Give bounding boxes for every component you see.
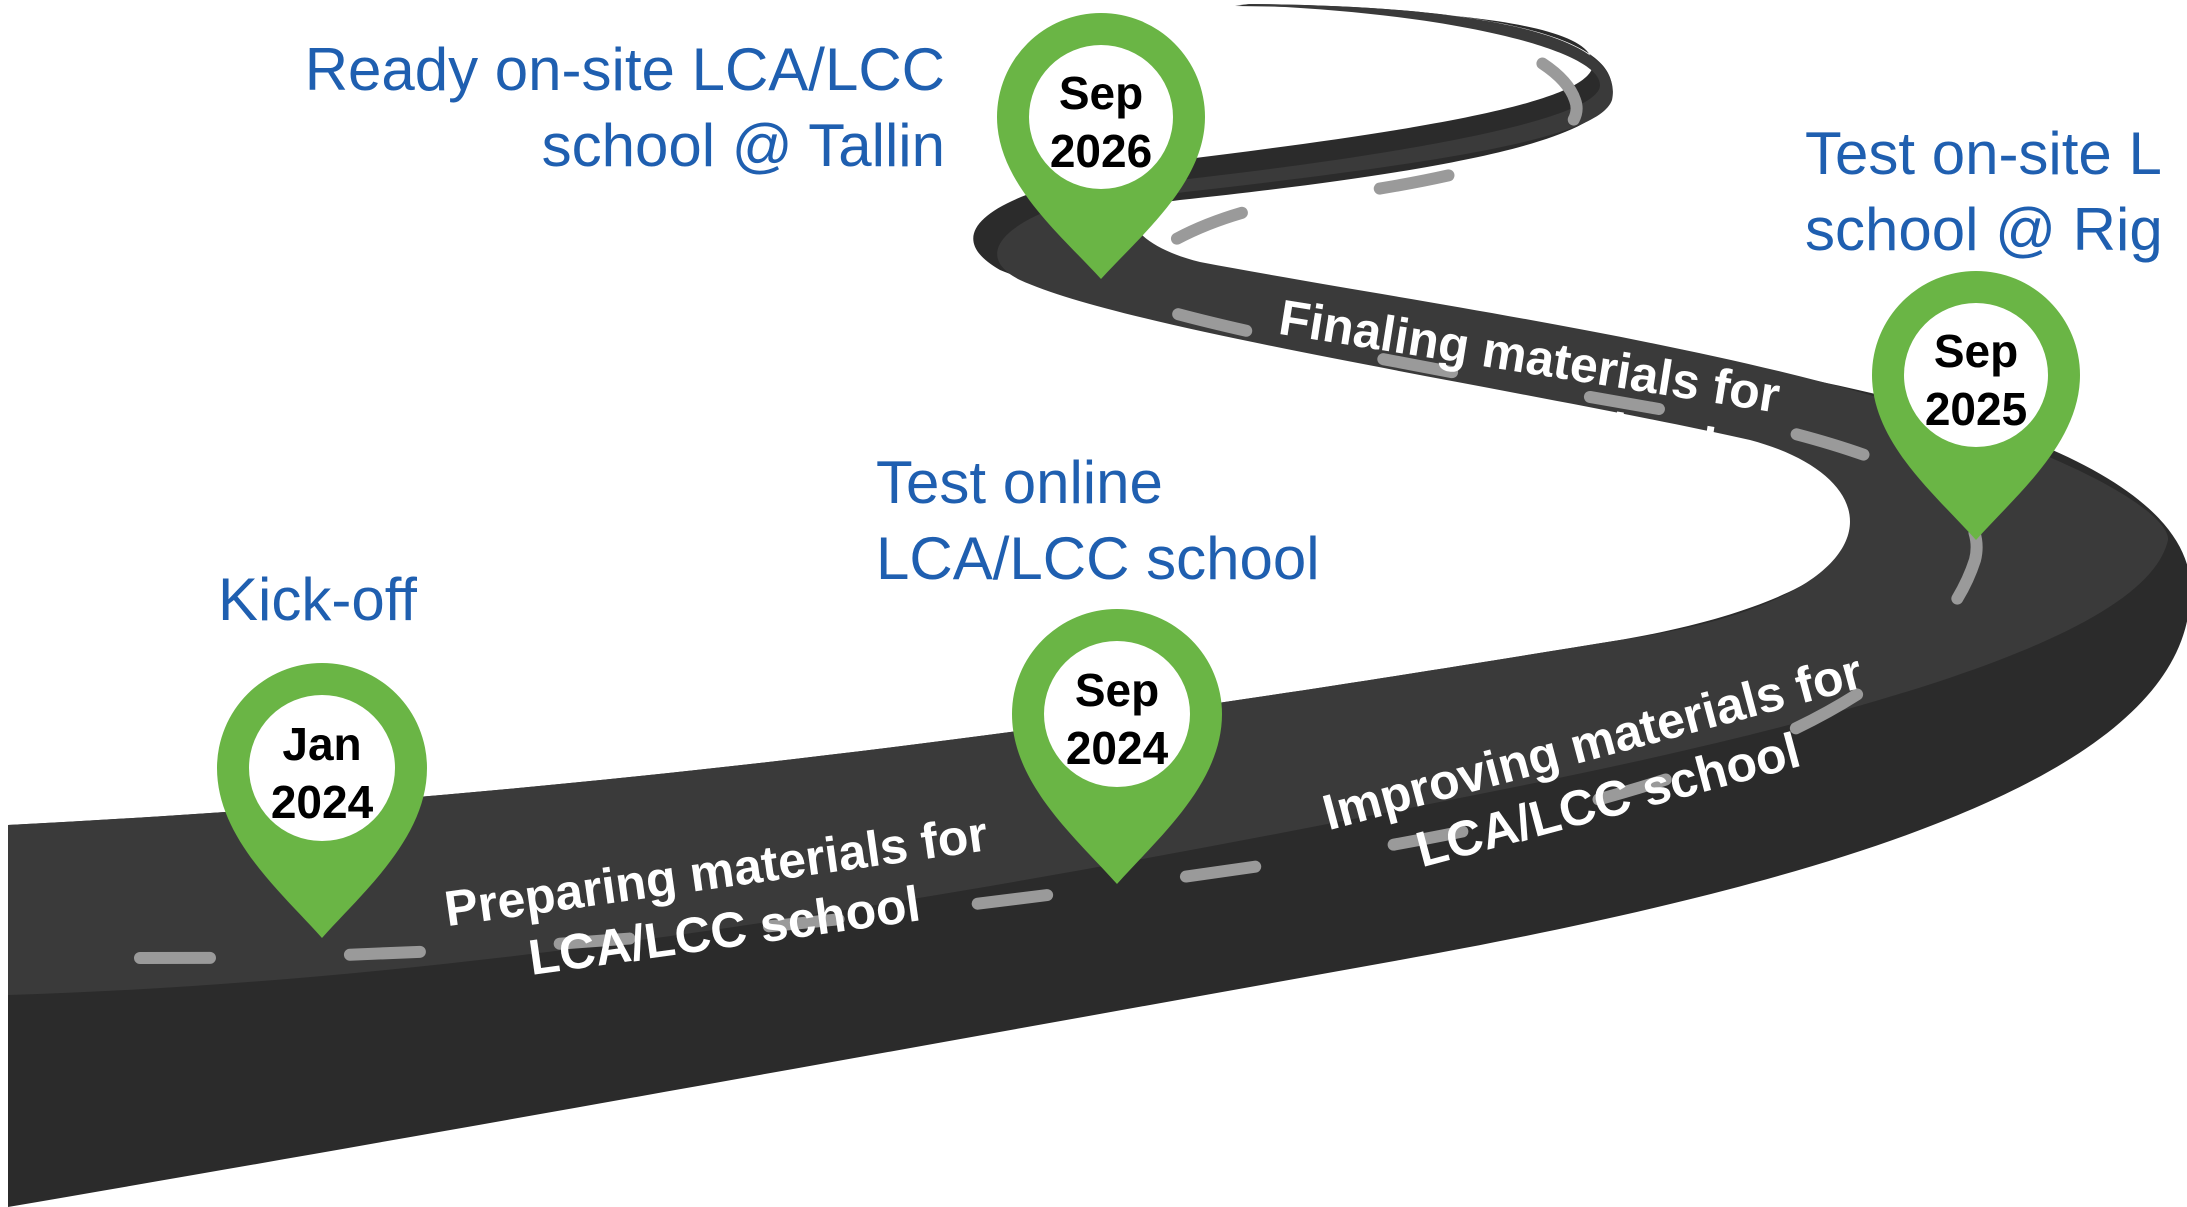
pin-month: Sep [1059,67,1143,119]
milestone-title-line1: Ready on-site LCA/LCC [304,36,945,103]
milestone-title-test-online: Test online LCA/LCC school [876,445,1320,597]
milestone-title-line2: school @ Tallin [541,112,945,179]
pin-year: 2026 [1050,125,1152,177]
milestone-title-line1: Test online [876,449,1163,516]
pin-month: Sep [1934,325,2018,377]
lane-markings [134,36,1983,965]
milestone-title-line2: school @ Rig [1805,196,2163,263]
milestone-title-line1: Test on-site L [1805,120,2162,187]
pin-year: 2025 [1925,383,2027,435]
pin-month: Jan [282,718,361,770]
pin-year: 2024 [271,776,374,828]
milestone-title-line2: LCA/LCC school [876,525,1320,592]
pin-inner-circle [1029,45,1173,189]
pin-month: Sep [1075,664,1159,716]
map-pin-sep-2024: Sep 2024 [1012,609,1222,884]
pin-inner-circle [249,695,395,841]
milestone-title-line1: Kick-off [218,566,417,633]
road-surface [8,4,2169,995]
milestone-title-kickoff: Kick-off [218,562,417,638]
map-pin-sep-2025: Sep 2025 [1872,271,2080,540]
milestone-title-ready-onsite: Ready on-site LCA/LCC school @ Tallin [305,32,945,184]
map-pin-sep-2026: Sep 2026 [997,13,1205,279]
pin-inner-circle [1904,303,2048,447]
pin-year: 2024 [1066,722,1169,774]
pin-inner-circle [1044,641,1190,787]
milestone-title-test-onsite: Test on-site L school @ Rig [1805,116,2163,268]
map-pin-jan-2024: Jan 2024 [217,663,427,938]
